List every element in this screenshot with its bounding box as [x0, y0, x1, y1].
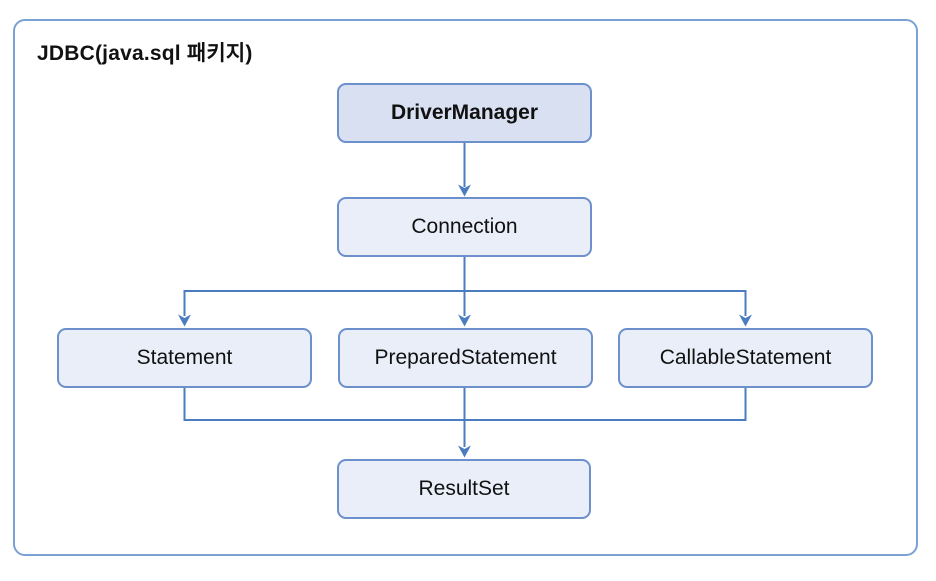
- jdbc-package-frame: JDBC(java.sql 패키지): [13, 19, 918, 556]
- node-statement: Statement: [57, 328, 312, 388]
- diagram-title: JDBC(java.sql 패키지): [37, 42, 253, 65]
- node-callable-statement: CallableStatement: [618, 328, 873, 388]
- node-prepared-statement: PreparedStatement: [338, 328, 593, 388]
- node-result-set: ResultSet: [337, 459, 591, 519]
- node-connection: Connection: [337, 197, 592, 257]
- node-driver-manager: DriverManager: [337, 83, 592, 143]
